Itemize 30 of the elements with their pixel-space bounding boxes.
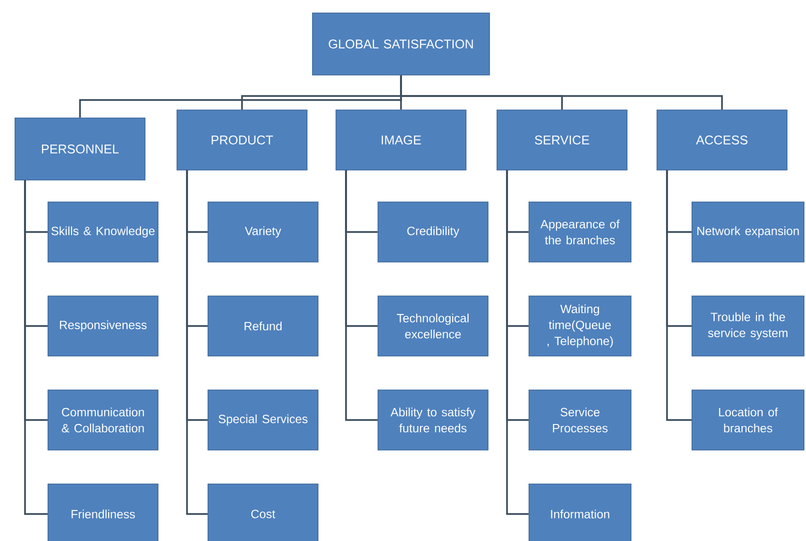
category-box: IMAGE [336,110,466,170]
factor-box: Skills & Knowledge [48,202,158,262]
factor-box: Trouble in the service system [692,296,804,356]
category-box: PRODUCT [176,110,308,170]
factor-box: Network expansion [692,202,804,262]
category-box: PERSONNEL [14,118,146,180]
factor-box: Service Processes [528,390,632,450]
factor-box: Credibility [378,202,488,262]
connector [345,170,378,421]
category-box: ACCESS [656,110,788,170]
factor-box: Technological excellence [378,296,488,356]
factor-box: Information [528,484,632,541]
connector [506,170,529,515]
factor-box: Variety [208,202,318,262]
factor-box: Location of branches [692,390,804,450]
factor-box: Appearance of the branches [528,202,632,262]
factor-box: Waiting time(Queue , Telephone) [528,296,632,356]
factor-box: Friendliness [48,484,158,541]
factor-box: Special Services [208,390,318,450]
factor-box: Ability to satisfy future needs [378,390,488,450]
connector [24,180,48,515]
factor-box: Cost [208,484,318,541]
connector [400,75,723,110]
connector [186,170,208,515]
factor-box: Communication & Collaboration [48,390,158,450]
connector [666,170,692,421]
root-box: GLOBAL SATISFACTION [312,12,490,76]
factor-box: Refund [208,296,318,356]
factor-box: Responsiveness [48,296,158,356]
category-box: SERVICE [496,110,628,170]
